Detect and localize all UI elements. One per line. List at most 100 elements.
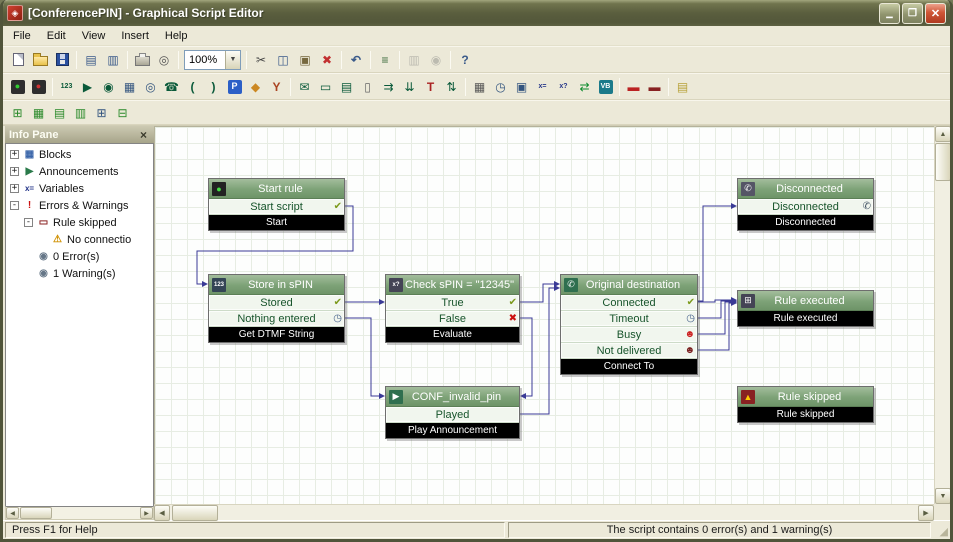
tree-expander[interactable]: + — [10, 150, 19, 159]
block-store-in-spin[interactable]: 123Store in sPINStored✔Nothing entered◷G… — [208, 274, 345, 343]
tree-expander[interactable]: + — [10, 167, 19, 176]
add-action-block-button[interactable]: ▥ — [70, 103, 91, 123]
scrollbar-thumb[interactable] — [172, 505, 218, 521]
block-check-spin[interactable]: x?Check sPIN = "12345"True✔False✖Evaluat… — [385, 274, 520, 343]
insert-record-button[interactable]: ◉ — [98, 77, 119, 97]
resize-grip[interactable] — [934, 522, 948, 538]
insert-merge-button[interactable]: ⇉ — [378, 77, 399, 97]
print-button[interactable] — [131, 49, 153, 71]
block-output-timeout[interactable]: Timeout◷ — [561, 311, 697, 327]
tree-expander[interactable]: - — [10, 201, 19, 210]
insert-hold-button[interactable]: ☎ — [161, 77, 182, 97]
block-rule-skipped[interactable]: ▲Rule skippedRule skipped — [737, 386, 874, 423]
block-output-played[interactable]: Played — [386, 407, 519, 423]
menu-help[interactable]: Help — [157, 28, 196, 44]
scroll-right-button[interactable] — [140, 507, 153, 519]
vertical-scrollbar[interactable] — [934, 126, 950, 504]
block-output-true[interactable]: True✔ — [386, 295, 519, 311]
insert-evaluate-button[interactable]: x? — [553, 77, 574, 97]
block-action[interactable]: Disconnected — [738, 215, 873, 230]
tree-item-variables[interactable]: +x=Variables — [6, 180, 153, 197]
scroll-right-button[interactable] — [918, 505, 934, 521]
insert-email-button[interactable]: ✉ — [294, 77, 315, 97]
block-start-rule[interactable]: ●Start ruleStart script✔Start — [208, 178, 345, 231]
tree-item-warning-count[interactable]: ◉1 Warning(s) — [6, 265, 153, 282]
insert-note-button[interactable]: ▤ — [672, 77, 693, 97]
zoom-select[interactable]: 100% — [184, 50, 241, 70]
scrollbar-thumb[interactable] — [20, 507, 52, 519]
block-output-disconnected[interactable]: Disconnected✆ — [738, 199, 873, 215]
cut-button[interactable]: ✂ — [250, 49, 272, 71]
add-announcement-button[interactable]: ⊟ — [112, 103, 133, 123]
scroll-down-button[interactable] — [935, 488, 951, 504]
block-output-false[interactable]: False✖ — [386, 311, 519, 327]
add-start-block-button[interactable]: ▦ — [28, 103, 49, 123]
insert-pickup-button[interactable]: ( — [182, 77, 203, 97]
tree-item-announcements[interactable]: +▶Announcements — [6, 163, 153, 180]
menu-insert[interactable]: Insert — [113, 28, 157, 44]
help-button[interactable]: ? — [454, 49, 476, 71]
block-action[interactable]: Connect To — [561, 359, 697, 374]
insert-display-button[interactable]: ▦ — [119, 77, 140, 97]
tree-item-rule-skipped[interactable]: -▭Rule skipped — [6, 214, 153, 231]
scroll-left-button[interactable] — [6, 507, 19, 519]
save-button[interactable] — [51, 49, 73, 71]
title-bar[interactable]: [ConferencePIN] - Graphical Script Edito… — [3, 0, 950, 26]
add-event-block-button[interactable]: ▤ — [49, 103, 70, 123]
block-action[interactable]: Play Announcement — [386, 423, 519, 438]
block-output-connected[interactable]: Connected✔ — [561, 295, 697, 311]
print-preview-button[interactable]: ◎ — [153, 49, 175, 71]
insert-call-button[interactable]: ) — [203, 77, 224, 97]
block-output-stored[interactable]: Stored✔ — [209, 295, 344, 311]
maximize-button[interactable] — [902, 3, 923, 24]
insert-sequence-button[interactable]: ⇅ — [441, 77, 462, 97]
insert-vbscript-button[interactable]: VB — [595, 77, 616, 97]
insert-announcement-button[interactable]: ▶ — [77, 77, 98, 97]
add-rule-button[interactable]: ⊞ — [7, 103, 28, 123]
block-action[interactable]: Evaluate — [386, 327, 519, 342]
insert-terminate-button[interactable]: T — [420, 77, 441, 97]
tree-item-no-connection-warning[interactable]: ⚠No connectio — [6, 231, 153, 248]
insert-calendar-button[interactable]: ▦ — [469, 77, 490, 97]
paste-button[interactable]: ▣ — [294, 49, 316, 71]
tree-item-error-count[interactable]: ◉0 Error(s) — [6, 248, 153, 265]
insert-junction-button[interactable]: Y — [266, 77, 287, 97]
block-output-not-delivered[interactable]: Not delivered☻ — [561, 343, 697, 359]
insert-compare-button[interactable]: ◆ — [245, 77, 266, 97]
tree-item-errors-warnings[interactable]: -!Errors & Warnings — [6, 197, 153, 214]
insert-get-digits-button[interactable]: 123 — [56, 77, 77, 97]
insert-monitor-button[interactable]: ◎ — [140, 77, 161, 97]
close-button[interactable] — [925, 3, 946, 24]
undo-button[interactable]: ↶ — [345, 49, 367, 71]
add-variable-button[interactable]: ⊞ — [91, 103, 112, 123]
new-button[interactable] — [7, 49, 29, 71]
block-disconnected[interactable]: ✆DisconnectedDisconnected✆Disconnected — [737, 178, 874, 231]
block-output-start-script[interactable]: Start script✔ — [209, 199, 344, 215]
tree-expander[interactable]: - — [24, 218, 33, 227]
info-pane-horizontal-scrollbar[interactable] — [5, 506, 154, 520]
insert-split-button[interactable]: ⇊ — [399, 77, 420, 97]
block-action[interactable]: Get DTMF String — [209, 327, 344, 342]
open-button[interactable] — [29, 49, 51, 71]
menu-file[interactable]: File — [5, 28, 39, 44]
block-original-destination[interactable]: ✆Original destinationConnected✔Timeout◷B… — [560, 274, 698, 375]
menu-edit[interactable]: Edit — [39, 28, 74, 44]
script-properties-button[interactable]: ▤ — [80, 49, 102, 71]
block-action[interactable]: Rule skipped — [738, 407, 873, 422]
insert-clock-button[interactable]: ◷ — [490, 77, 511, 97]
insert-delete-call-button[interactable]: ▯ — [357, 77, 378, 97]
scrollbar-thumb[interactable] — [935, 143, 951, 181]
rule-properties-button[interactable]: ▥ — [102, 49, 124, 71]
toggle-info-pane-button[interactable]: ≡ — [374, 49, 396, 71]
block-rule-executed[interactable]: ⊞Rule executedRule executed — [737, 290, 874, 327]
block-output-busy[interactable]: Busy☻ — [561, 327, 697, 343]
insert-busy-button[interactable]: ▬ — [623, 77, 644, 97]
insert-hangup-button[interactable]: ▬ — [644, 77, 665, 97]
copy-button[interactable]: ◫ — [272, 49, 294, 71]
block-conf-invalid-pin[interactable]: ▶CONF_invalid_pinPlayedPlay Announcement — [385, 386, 520, 439]
insert-park-button[interactable]: P — [224, 77, 245, 97]
minimize-button[interactable] — [879, 3, 900, 24]
insert-random-button[interactable]: ⇄ — [574, 77, 595, 97]
insert-stop-rule-button[interactable]: ● — [28, 77, 49, 97]
block-output-nothing-entered[interactable]: Nothing entered◷ — [209, 311, 344, 327]
